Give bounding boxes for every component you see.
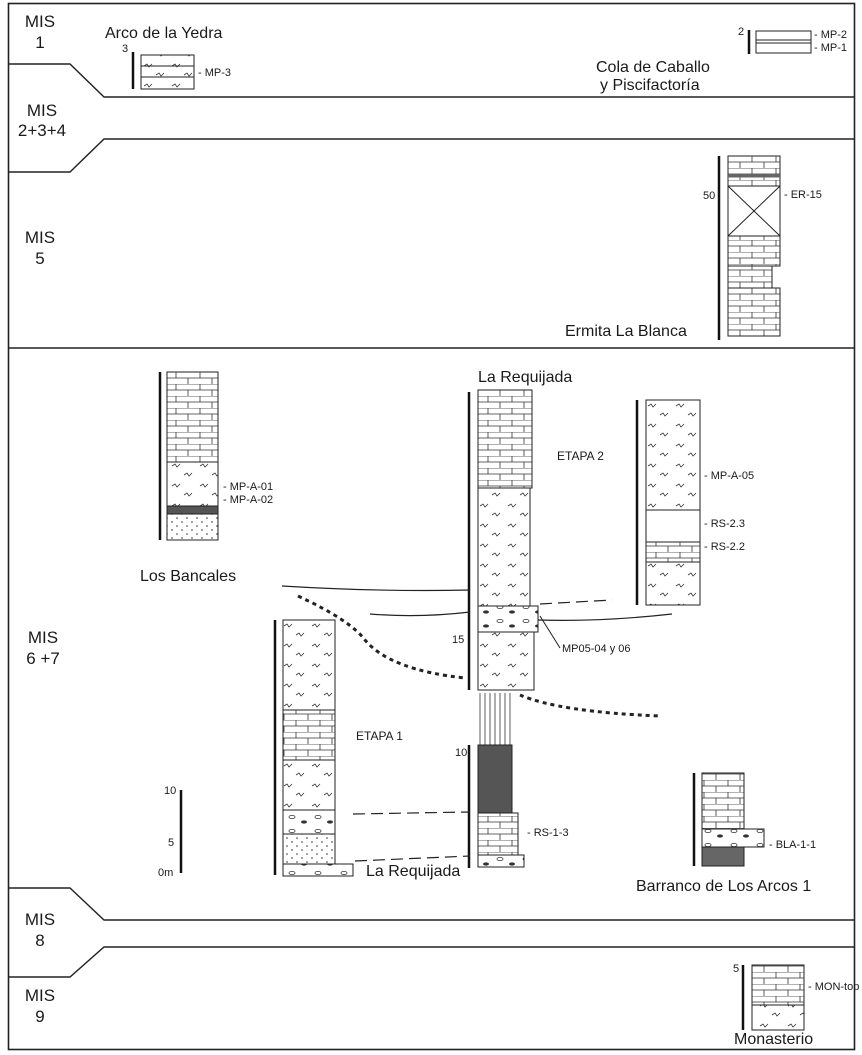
locality-cola-de-caballo-line2: y Piscifactoría bbox=[600, 77, 700, 94]
column-la-requijada-lower: ETAPA 1 La Requijada bbox=[273, 619, 460, 880]
locality-arco-de-la-yedra: Arco de la Yedra bbox=[105, 25, 223, 42]
locality-barranco-de-los-arcos-1: Barranco de Los Arcos 1 bbox=[636, 878, 811, 895]
stage-boundaries bbox=[9, 63, 854, 978]
stage-mis9-number: 9 bbox=[35, 1007, 44, 1026]
column-mark-monasterio: 5 bbox=[733, 963, 739, 975]
sample-mp-a-01: - MP-A-01 bbox=[223, 481, 273, 493]
stage-mis8-number: 8 bbox=[35, 931, 44, 950]
column-monasterio: 5 - MON-top Monasterio bbox=[733, 963, 859, 1048]
stage-mis5-label: MIS bbox=[25, 228, 55, 247]
boundary-mis8-mis9 bbox=[9, 946, 854, 978]
scale-label-5: 5 bbox=[168, 837, 174, 849]
outer-frame bbox=[7, 2, 856, 1051]
column-mark-requijada-10: 10 bbox=[455, 747, 467, 759]
boundary-mis1-mis2 bbox=[9, 63, 854, 98]
column-mark-ermita: 50 bbox=[703, 190, 715, 202]
sample-mp-a-02: - MP-A-02 bbox=[223, 494, 273, 506]
scale-bar: 10 5 0m bbox=[158, 785, 183, 879]
stage-mis1-label: MIS bbox=[25, 12, 55, 31]
locality-la-requijada-bottom: La Requijada bbox=[366, 863, 460, 880]
column-mark-arco: 3 bbox=[122, 43, 128, 55]
column-arco-de-la-yedra: Arco de la Yedra 3 - MP-3 bbox=[105, 25, 231, 90]
stage-labels: MIS 1 MIS 2+3+4 MIS 5 MIS 6 +7 MIS 8 MIS… bbox=[18, 12, 66, 1026]
column-mark-requijada-15: 15 bbox=[452, 634, 464, 646]
stage-mis9-label: MIS bbox=[25, 986, 55, 1005]
column-los-bancales: - MP-A-01 - MP-A-02 Los Bancales bbox=[140, 371, 273, 585]
stage-mis234-number: 2+3+4 bbox=[18, 121, 66, 140]
column-rs-1-3: 10 - RS-1-3 bbox=[455, 693, 569, 868]
etapa-1-label: ETAPA 1 bbox=[356, 729, 403, 743]
etapa-2-label: ETAPA 2 bbox=[557, 449, 604, 463]
stage-mis234-label: MIS bbox=[27, 101, 57, 120]
stage-mis5-number: 5 bbox=[35, 249, 44, 268]
sample-mp05-04-y-06: MP05-04 y 06 bbox=[562, 643, 630, 655]
stage-mis8-label: MIS bbox=[25, 910, 55, 929]
scale-label-0m: 0m bbox=[158, 867, 173, 879]
sample-rs-2-2: - RS-2.2 bbox=[704, 541, 745, 553]
sample-er15: - ER-15 bbox=[784, 189, 822, 201]
sample-mp1: - MP-1 bbox=[814, 42, 847, 54]
column-la-requijada-upper: La Requijada ETAPA 2 15 MP05-04 y 06 bbox=[452, 369, 630, 691]
sample-mp-a-05: - MP-A-05 bbox=[704, 470, 754, 482]
stage-mis1-number: 1 bbox=[35, 33, 44, 52]
scale-label-10: 10 bbox=[164, 785, 176, 797]
sample-rs-1-3: - RS-1-3 bbox=[527, 827, 569, 839]
locality-monasterio: Monasterio bbox=[734, 1031, 813, 1048]
column-cola-de-caballo: 2 - MP-2 - MP-1 Cola de Caballo y Piscif… bbox=[596, 26, 847, 94]
boundary-mis2-mis5 bbox=[9, 138, 854, 173]
column-ermita-la-blanca: 50 - ER-15 Ermita La Blanca bbox=[565, 155, 822, 340]
boundary-mis7-mis8 bbox=[9, 887, 854, 921]
sample-bla-1-1: - BLA-1-1 bbox=[769, 839, 816, 851]
sample-mp3: - MP-3 bbox=[198, 67, 231, 79]
stage-mis67-label: MIS bbox=[28, 628, 58, 647]
column-mp-a-05: - MP-A-05 - RS-2.3 - RS-2.2 bbox=[635, 399, 754, 606]
column-mark-cola: 2 bbox=[738, 26, 744, 38]
sample-rs-2-3: - RS-2.3 bbox=[704, 518, 745, 530]
column-barranco-de-los-arcos-1: - BLA-1-1 Barranco de Los Arcos 1 bbox=[636, 772, 816, 895]
locality-ermita-la-blanca: Ermita La Blanca bbox=[565, 323, 687, 340]
correlation-lines bbox=[281, 585, 673, 862]
locality-la-requijada-top: La Requijada bbox=[478, 369, 572, 386]
locality-los-bancales: Los Bancales bbox=[140, 568, 236, 585]
stage-mis67-number: 6 +7 bbox=[26, 649, 60, 668]
sample-mon-top: - MON-top bbox=[808, 981, 859, 993]
locality-cola-de-caballo-line1: Cola de Caballo bbox=[596, 59, 710, 76]
sample-mp2: - MP-2 bbox=[814, 29, 847, 41]
